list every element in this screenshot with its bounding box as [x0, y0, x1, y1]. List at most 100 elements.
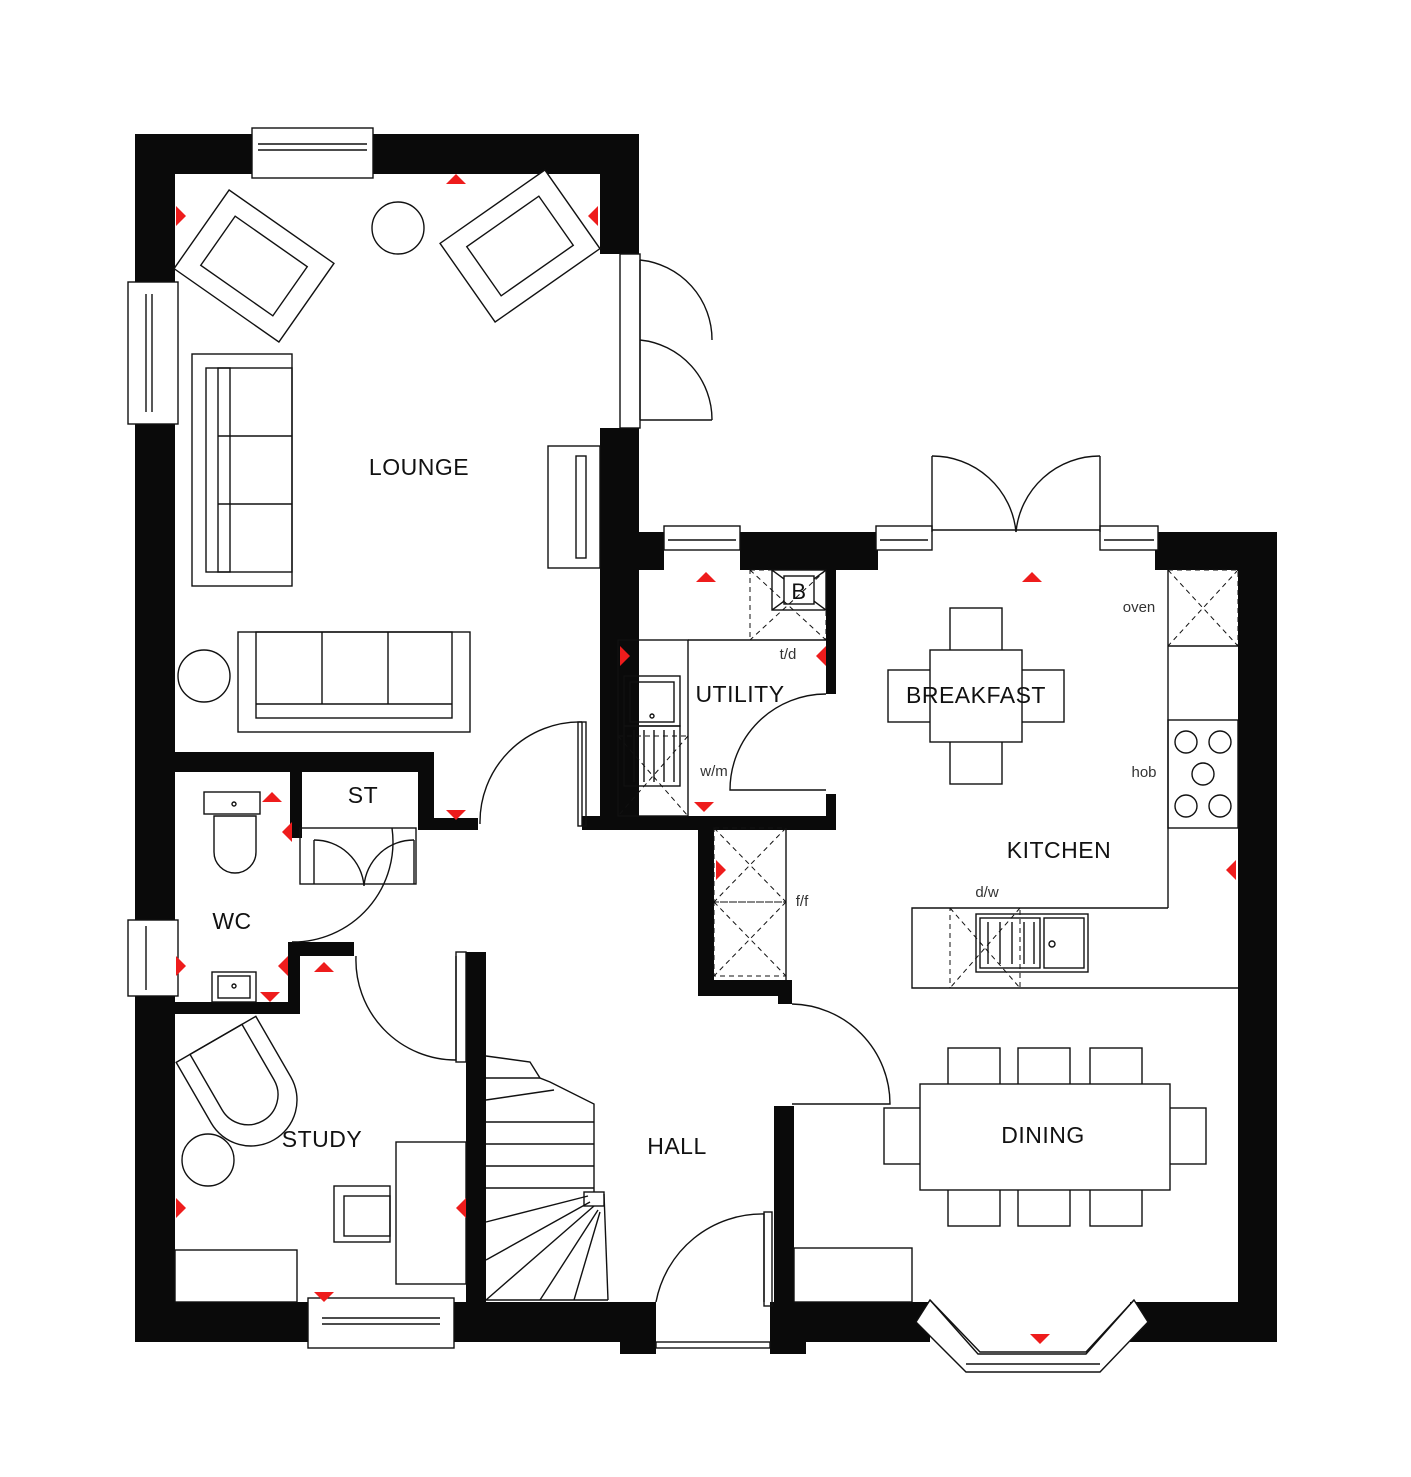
desk-chair-icon: [333, 1185, 391, 1243]
wall-utility-right-low: [826, 794, 836, 824]
window-lounge-left: [127, 281, 179, 425]
socket-marker: [696, 572, 716, 582]
wall-wc-right: [288, 942, 300, 1012]
socket-marker: [716, 860, 726, 880]
toilet-icon: [203, 791, 261, 874]
socket-marker: [1226, 860, 1236, 880]
wall-bottom-left: [135, 1302, 323, 1342]
door-kitchen-french: [931, 455, 1101, 533]
socket-marker: [620, 646, 630, 666]
wall-ff-right: [778, 980, 792, 1004]
window-study: [307, 1297, 455, 1349]
study-armchair-icon: [175, 1015, 298, 1147]
window-wc: [127, 919, 179, 997]
socket-marker: [446, 174, 466, 184]
dishwasher-icon: [949, 907, 1021, 989]
wall-study-hall: [466, 952, 486, 1342]
window-kitchen-left: [875, 525, 933, 551]
room-label-hall: HALL: [647, 1133, 707, 1159]
wall-utility-left: [600, 570, 618, 828]
room-label-study: STUDY: [282, 1126, 362, 1152]
socket-marker: [176, 206, 186, 226]
wall-utility-top-right: [740, 532, 878, 570]
wall-door-post-right: [770, 1302, 806, 1354]
sofa-horizontal-icon: [237, 631, 471, 733]
washing-machine-label: w/m: [699, 763, 728, 780]
sofa-vertical-icon: [191, 353, 293, 587]
wall-wc-right-top: [288, 942, 354, 956]
socket-marker: [456, 1198, 466, 1218]
door-study: [355, 955, 457, 1061]
bay-window: [915, 1298, 1149, 1373]
windows: [127, 127, 1159, 1373]
window-kitchen-right: [1099, 525, 1159, 551]
doors: [291, 253, 1101, 1349]
room-label-wc: WC: [212, 908, 251, 934]
oven-icon: [1167, 569, 1239, 647]
room-label-utility: UTILITY: [695, 681, 784, 707]
boiler-label: B: [791, 579, 806, 604]
washing-machine-icon: [617, 735, 689, 817]
kitchen-sink-icon: [975, 913, 1089, 973]
wall-left-mid: [135, 412, 175, 924]
socket-marker: [1022, 572, 1042, 582]
socket-marker: [314, 1292, 334, 1302]
wall-right: [1238, 532, 1277, 1342]
walls: [135, 134, 1277, 1354]
door-lounge-hall: [479, 721, 583, 825]
wall-door-post-left: [620, 1302, 656, 1354]
wall-ff-left: [698, 824, 714, 996]
room-label-st: ST: [348, 782, 378, 808]
socket-marker: [1030, 1334, 1050, 1344]
wall-hall-dining: [774, 1106, 794, 1342]
socket-markers: [176, 174, 1236, 1344]
room-label-lounge: LOUNGE: [369, 454, 469, 480]
side-table-2-icon: [177, 649, 231, 703]
study-cabinet-icon: [174, 1249, 298, 1303]
study-side-table-icon: [181, 1133, 235, 1187]
room-label-dining: DINING: [1001, 1122, 1085, 1148]
wall-utility-top-left: [600, 532, 664, 570]
wall-lounge-right-upper: [600, 134, 639, 254]
dining-table-icon: [883, 1047, 1207, 1227]
door-front: [655, 1213, 765, 1303]
socket-marker: [282, 822, 292, 842]
socket-marker: [260, 992, 280, 1002]
breakfast-table-icon: [887, 607, 1065, 785]
wall-top-left: [135, 134, 252, 174]
wall-st-door-right: [418, 818, 478, 830]
wall-wc-bottom: [135, 1002, 300, 1014]
socket-marker: [694, 802, 714, 812]
socket-marker: [314, 962, 334, 972]
wall-st-left: [290, 752, 302, 838]
desk-icon: [395, 1141, 467, 1285]
furniture: [173, 168, 1239, 1303]
hob-label: hob: [1131, 764, 1156, 781]
room-labels: LOUNGE UTILITY BREAKFAST KITCHEN ST WC S…: [212, 454, 1111, 1159]
stairs-icon: [485, 1055, 609, 1301]
wall-utility-bottom: [582, 816, 836, 830]
tumble-dryer-label: t/d: [780, 646, 797, 663]
armchair-left-icon: [173, 188, 335, 344]
socket-marker: [446, 810, 466, 820]
socket-marker: [588, 206, 598, 226]
appliance-labels: B t/d w/m f/f oven hob d/w: [699, 579, 1156, 910]
door-lounge-patio-frame: [619, 253, 641, 429]
hob-icon: [1167, 719, 1239, 829]
wall-bottom-right: [1130, 1302, 1277, 1342]
wall-left-lower: [135, 996, 175, 1341]
socket-marker: [278, 956, 288, 976]
dining-sideboard-icon: [793, 1247, 913, 1303]
door-utility: [729, 693, 827, 791]
door-wc: [291, 827, 394, 943]
wall-lounge-bottom-right: [418, 752, 434, 830]
side-table-icon: [371, 201, 425, 255]
tv-unit-icon: [547, 445, 601, 569]
fridge-freezer-label: f/f: [796, 893, 809, 910]
room-label-kitchen: KITCHEN: [1007, 837, 1111, 863]
room-label-breakfast: BREAKFAST: [906, 682, 1046, 708]
wall-utility-right: [826, 570, 836, 694]
dishwasher-label: d/w: [975, 884, 999, 901]
socket-marker: [816, 646, 826, 666]
